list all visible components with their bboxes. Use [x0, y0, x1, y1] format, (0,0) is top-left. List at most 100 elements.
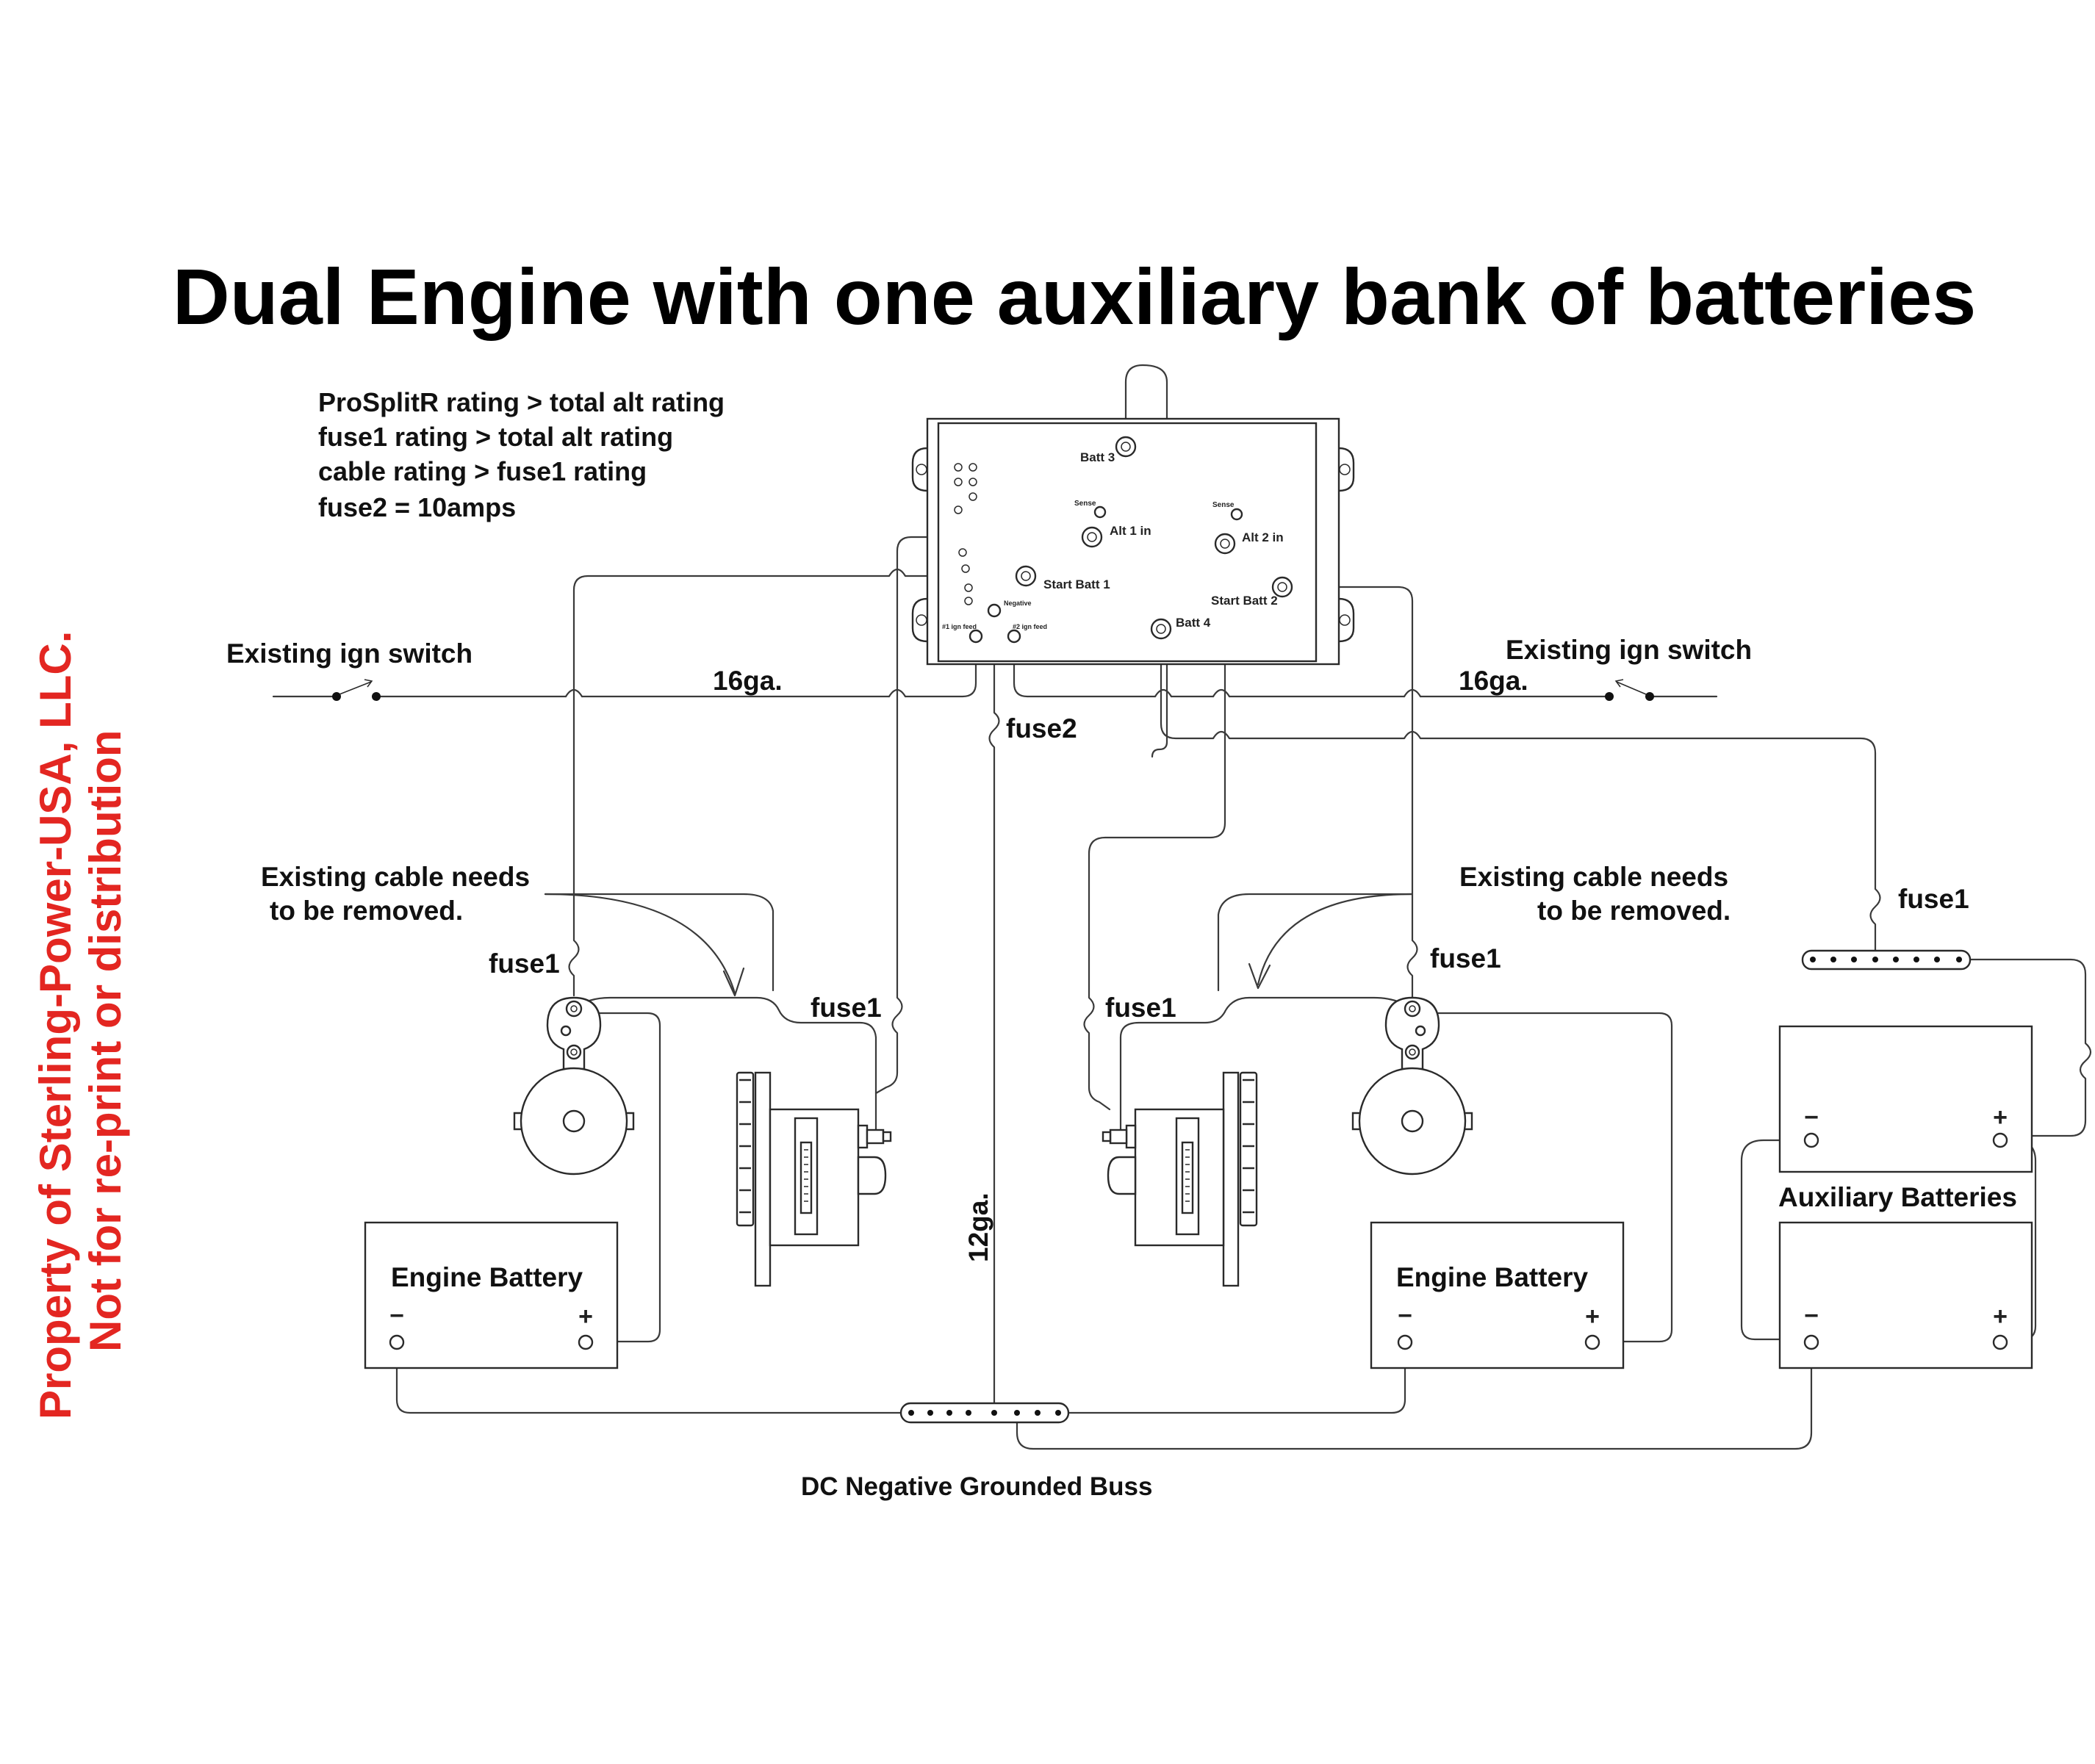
vent-hole [969, 463, 977, 472]
start-batt2-wire [1281, 586, 1418, 1008]
aux-top-plus-mark: + [1993, 1104, 2008, 1131]
aux-battery-bottom [1778, 1221, 2033, 1369]
terminal-start-batt1 [1015, 565, 1037, 587]
starter-motor-right [1351, 996, 1473, 1176]
vent-hole [964, 597, 973, 605]
label-ign1-feed: #1 ign feed [942, 623, 977, 630]
splitter-ear-br [1338, 597, 1355, 643]
terminal-alt2-in [1214, 533, 1236, 555]
wires [272, 364, 2092, 1450]
terminal-sense2 [1230, 508, 1243, 521]
aux-positive-busbar [1801, 949, 1972, 971]
batt4-wire [1160, 627, 1881, 961]
alternator-right [1102, 1071, 1258, 1287]
label-ign-switch-right: Existing ign switch [1506, 635, 1752, 665]
label-16ga-left: 16ga. [713, 666, 783, 696]
starter-motor-left [513, 996, 635, 1176]
alt2-wire [1083, 542, 1226, 1111]
engine-battery-right [1370, 1221, 1625, 1369]
vent-hole [969, 478, 977, 486]
label-fuse2: fuse2 [1006, 713, 1077, 744]
splitter-ear-hole-tl [916, 464, 927, 475]
label-fuse1-left-starter: fuse1 [489, 948, 560, 979]
existing-cable-left [544, 893, 775, 992]
label-sense1: Sense [1074, 500, 1096, 508]
left-starter-to-alt [572, 996, 877, 1131]
label-fuse1-aux: fuse1 [1898, 884, 1969, 914]
terminal-batt4 [1150, 618, 1172, 640]
terminal-ign1-feed [969, 629, 983, 644]
splitter-ear-tr [1338, 447, 1355, 492]
right-battery-minus-mark: − [1398, 1302, 1412, 1330]
watermark-line1: Property of Sterling-Power-USA, LLC. [31, 631, 80, 1419]
label-batt3: Batt 3 [1080, 450, 1115, 464]
right-battery-plus-mark: + [1585, 1303, 1600, 1331]
vent-hole [954, 463, 963, 472]
splitter-ear-tl [911, 447, 928, 492]
ign-right-hop-a [1154, 688, 1173, 698]
label-engine-battery-left: Engine Battery [391, 1262, 583, 1292]
batt3-wire [1124, 364, 1168, 758]
label-12ga: 12ga. [963, 1192, 993, 1262]
vent-hole [961, 564, 970, 573]
terminal-negative [987, 603, 1002, 618]
negative-busbar [899, 1402, 1070, 1424]
label-engine-battery-right: Engine Battery [1396, 1262, 1589, 1292]
aux-battery-top [1778, 1025, 2033, 1173]
label-negative: Negative [1004, 600, 1032, 607]
ign-right-hop-b [1212, 688, 1231, 698]
label-negative-buss: DC Negative Grounded Buss [801, 1472, 1152, 1501]
start-batt1-wire [568, 568, 1027, 997]
splitter-outer-frame [926, 417, 1340, 666]
pointer-right [1257, 893, 1413, 986]
splitter-ear-hole-br [1339, 614, 1351, 626]
label-existing-cable-right-1: Existing cable needs [1459, 862, 1728, 892]
note-cable-rating: cable rating > fuse1 rating [318, 456, 647, 486]
pointer-right-head [1248, 962, 1271, 990]
terminal-alt1-in [1081, 526, 1103, 548]
left-starter-to-battery [572, 1012, 661, 1343]
engine-battery-left [364, 1221, 619, 1369]
aux-bottom-minus-mark: − [1804, 1302, 1819, 1330]
label-existing-cable-left-1: Existing cable needs [261, 862, 530, 892]
label-fuse1-right-alt: fuse1 [1105, 993, 1176, 1023]
terminal-batt3 [1115, 436, 1137, 458]
aux-busbar-to-plus [1966, 958, 2092, 1137]
label-existing-cable-right-2: to be removed. [1537, 896, 1731, 926]
vent-hole [954, 478, 963, 486]
left-battery-minus-mark: − [389, 1302, 404, 1330]
label-auxiliary-batteries: Auxiliary Batteries [1778, 1182, 2017, 1212]
left-battery-negative [395, 1341, 904, 1414]
alt1-wire [874, 536, 1093, 1095]
ign-switch-right [1605, 679, 1654, 701]
terminal-ign2-feed [1007, 629, 1021, 644]
watermark-line2: Not for re-print or distribution [81, 730, 130, 1352]
aux-minus-link [1740, 1139, 1813, 1341]
label-alt2-in: Alt 2 in [1242, 530, 1284, 544]
pointer-left-head [722, 967, 745, 997]
negative-12ga-wire [988, 611, 1000, 1413]
aux-battery-negative [1016, 1341, 1813, 1450]
note-fuse1-rating: fuse1 rating > total alt rating [318, 422, 673, 452]
left-battery-plus-mark: + [578, 1303, 593, 1331]
label-fuse1-right-starter: fuse1 [1430, 943, 1501, 973]
label-batt4: Batt 4 [1176, 616, 1211, 630]
splitter-ear-hole-tr [1339, 464, 1351, 475]
alternator-left [736, 1071, 892, 1287]
label-fuse1-left-alt: fuse1 [811, 993, 882, 1023]
vent-hole [964, 583, 973, 592]
prosplitr-splitter: Batt 3 Sense Alt 1 in Sense Alt 2 in Sta… [911, 417, 1355, 666]
label-existing-cable-left-2: to be removed. [270, 896, 463, 926]
right-starter-to-battery [1411, 1012, 1673, 1343]
pointer-left [544, 893, 736, 995]
terminal-start-batt2 [1271, 576, 1293, 598]
aux-bottom-plus-mark: + [1993, 1303, 2008, 1331]
label-alt1-in: Alt 1 in [1110, 524, 1151, 538]
vent-hole [958, 548, 967, 557]
splitter-inner-frame [937, 422, 1318, 663]
right-starter-to-alt [1119, 996, 1414, 1131]
label-start-batt1: Start Batt 1 [1043, 577, 1110, 591]
note-fuse2-rating: fuse2 = 10amps [318, 492, 516, 522]
label-ign-switch-left: Existing ign switch [226, 638, 472, 669]
